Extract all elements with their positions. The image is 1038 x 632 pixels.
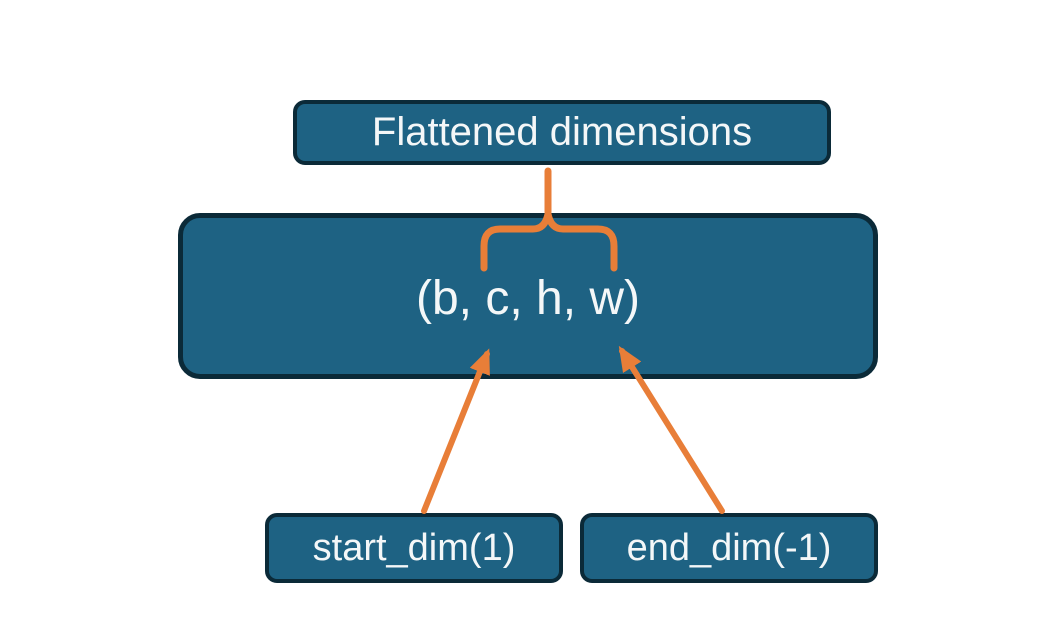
tensor-shape-label: (b, c, h, w) — [415, 271, 641, 325]
start-dim-box: start_dim(1) — [265, 513, 563, 583]
flattened-dimensions-box: Flattened dimensions — [293, 100, 831, 165]
tensor-shape-box: (b, c, h, w) — [178, 213, 878, 379]
end-dim-label: end_dim(-1) — [626, 526, 832, 569]
end-dim-box: end_dim(-1) — [580, 513, 878, 583]
flattened-dimensions-label: Flattened dimensions — [371, 110, 753, 154]
start-dim-label: start_dim(1) — [312, 526, 516, 569]
